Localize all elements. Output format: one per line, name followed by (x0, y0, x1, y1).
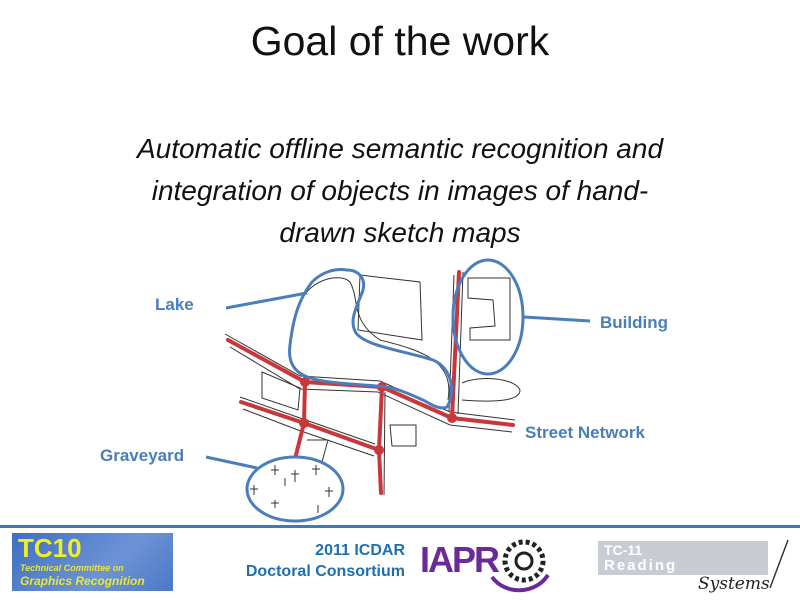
iapr-logo: IAPR (420, 537, 555, 595)
lake-outline (288, 268, 454, 410)
tc11-logo-bg (598, 541, 768, 575)
label-street-network: Street Network (525, 423, 645, 442)
tc11-line1: TC-11 (604, 542, 643, 558)
iapr-emblem-icon (490, 539, 550, 593)
lake-pointer (225, 291, 308, 310)
junction-node (374, 445, 384, 455)
label-graveyard: Graveyard (100, 446, 185, 465)
tc10-line1: Technical Committee on (20, 563, 124, 573)
tc11-line3: Systems (698, 574, 770, 594)
graveyard-crosses (250, 465, 333, 513)
event-line2: Doctoral Consortium (245, 563, 405, 580)
street-junctions (299, 377, 457, 455)
tc10-title: TC10 (18, 533, 82, 563)
slide-body: Automatic offline semantic recognition a… (70, 128, 730, 254)
junction-node (299, 418, 309, 428)
pen-icon (769, 539, 789, 589)
tc10-line2: Graphics Recognition (20, 574, 145, 588)
graveyard-ellipse (245, 455, 345, 523)
body-line: drawn sketch maps (279, 217, 521, 248)
building-ellipse (451, 258, 525, 376)
building-pointer (523, 315, 591, 323)
junction-node (447, 413, 457, 423)
event-name: 2011 ICDAR Doctoral Consortium (205, 540, 405, 582)
junction-node (300, 377, 310, 387)
tc10-logo: TC10 Technical Committee on Graphics Rec… (12, 533, 173, 591)
graveyard-pointer (205, 455, 258, 470)
tc11-logo: TC-11 Reading Systems (598, 538, 798, 598)
body-line: Automatic offline semantic recognition a… (136, 133, 664, 164)
slide-title: Goal of the work (250, 18, 550, 64)
label-building: Building (600, 313, 668, 332)
label-lake: Lake (155, 295, 194, 314)
event-line1: 2011 ICDAR (315, 542, 405, 559)
footer-divider (0, 525, 800, 528)
body-line: integration of objects in images of hand… (151, 175, 649, 206)
iapr-text: IAPR (420, 539, 500, 580)
tc11-line2: Reading (604, 557, 678, 574)
sketch-lines (224, 271, 521, 496)
